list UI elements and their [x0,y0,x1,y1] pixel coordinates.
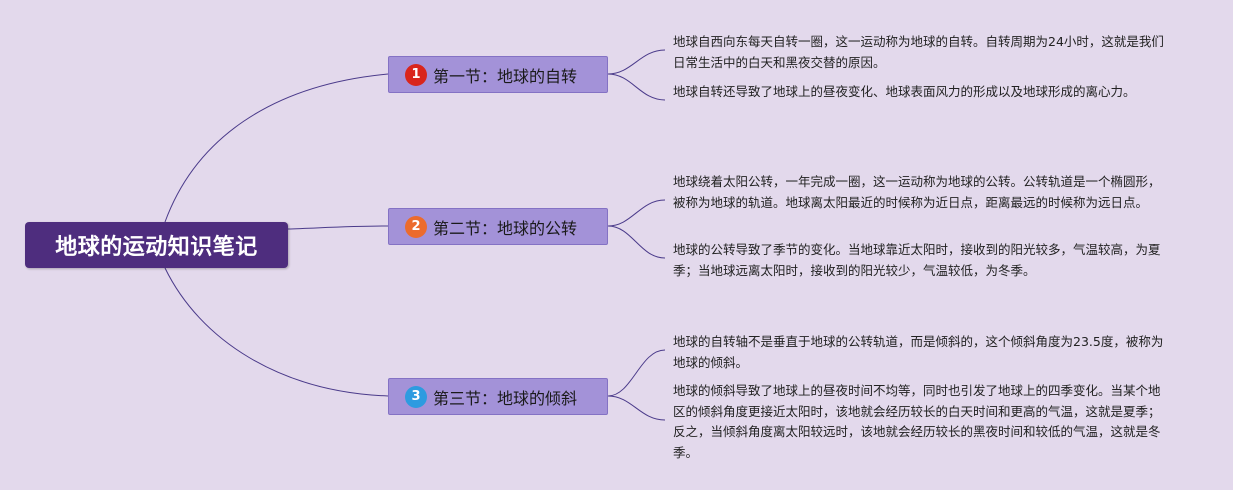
connector-topic-2-note-1 [607,199,666,227]
topic-1-note-1[interactable]: 地球自西向东每天自转一圈，这一运动称为地球的自转。自转周期为24小时，这就是我们… [673,34,1164,70]
topic-1-label: 第一节：地球的自转 [433,66,578,86]
connector-root-topic-1 [164,73,389,223]
connector-topic-1-note-1 [607,49,666,75]
connector-topic-2-note-2 [607,225,666,259]
connector-root-topic-3 [164,267,389,397]
topic-2[interactable]: 2 第二节：地球的公转 [388,208,608,245]
topic-2-note-2[interactable]: 地球的公转导致了季节的变化。当地球靠近太阳时，接收到的阳光较多，气温较高，为夏季… [673,242,1161,278]
number-1-icon: 1 [405,63,427,86]
topic-2-label: 第二节：地球的公转 [433,218,578,238]
number-3-icon: 3 [405,385,427,408]
root-topic-label: 地球的运动知识笔记 [55,235,258,260]
root-topic[interactable]: 地球的运动知识笔记 [25,222,288,268]
topic-2-note-1[interactable]: 地球绕着太阳公转，一年完成一圈，这一运动称为地球的公转。公转轨道是一个椭圆形，被… [673,174,1161,210]
topic-1-note-2[interactable]: 地球自转还导致了地球上的昼夜变化、地球表面风力的形成以及地球形成的离心力。 [673,84,1136,99]
topic-3-note-2[interactable]: 地球的倾斜导致了地球上的昼夜时间不均等，同时也引发了地球上的四季变化。当某个地区… [673,383,1161,460]
topic-3-label: 第三节：地球的倾斜 [433,388,578,408]
number-2-icon: 2 [405,215,427,238]
topic-3-note-1[interactable]: 地球的自转轴不是垂直于地球的公转轨道，而是倾斜的，这个倾斜角度为23.5度，被称… [673,334,1164,370]
connector-root-topic-2 [287,225,389,230]
topic-3[interactable]: 3 第三节：地球的倾斜 [388,378,608,415]
connector-topic-1-note-2 [607,73,666,101]
connector-topic-3-note-1 [607,349,666,397]
topic-1[interactable]: 1 第一节：地球的自转 [388,56,608,93]
connector-topic-3-note-2 [607,395,666,421]
